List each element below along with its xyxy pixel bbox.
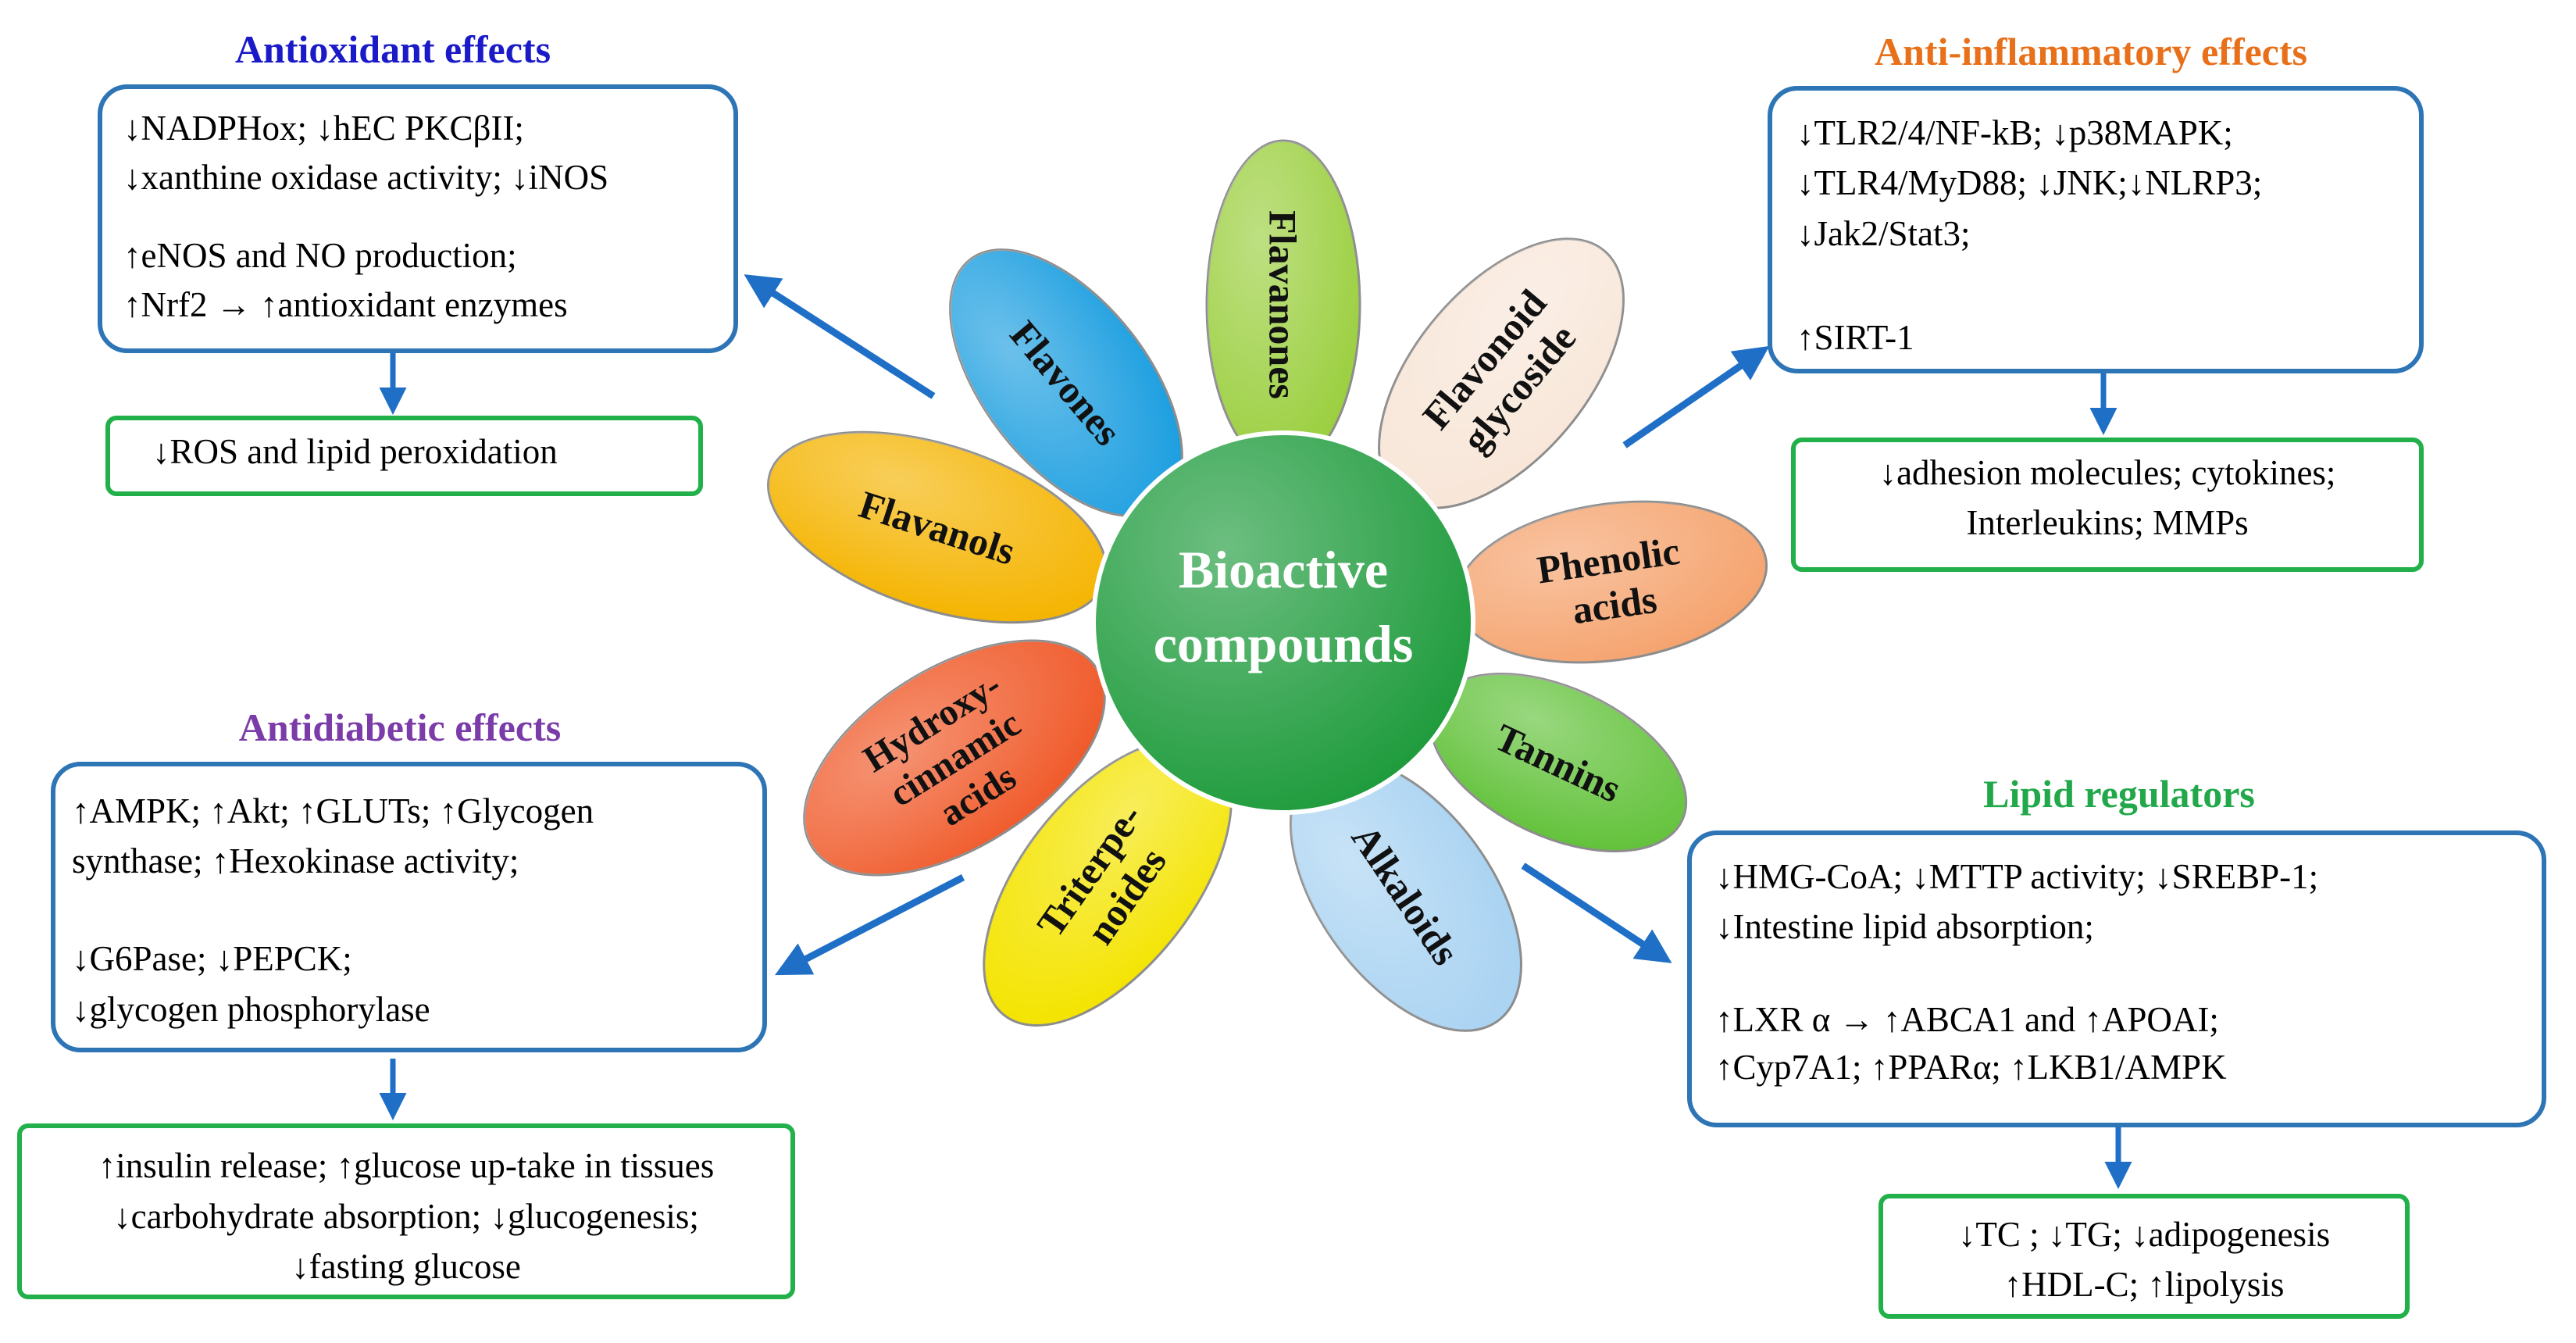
arrow-to-antioxidant	[744, 274, 936, 399]
antioxidant-line-1: ↓NADPHox; ↓hEC PKCβII;	[123, 109, 524, 148]
antiinflammatory-line-3: ↓Jak2/Stat3;	[1796, 214, 1971, 253]
petal-alkaloids: Alkaloids	[1290, 757, 1522, 1032]
petal-triterpenoides: Triterpe-noides	[983, 739, 1233, 1027]
antidiabetic-box	[51, 762, 767, 1052]
lipid-result-line-1: ↓TC ; ↓TG; ↓adipogenesis	[1957, 1215, 2331, 1254]
petal-label-flavanones: Flavanones	[1261, 210, 1305, 399]
petal-flavones: Flavones	[949, 248, 1183, 517]
antioxidant-result-line-1: ↓ROS and lipid peroxidation	[152, 432, 558, 471]
lipid-result-box	[1878, 1194, 2410, 1319]
petal-label-flavanones-line-1: Flavanones	[1261, 210, 1305, 399]
antidiabetic-line-3: ↓G6Pase; ↓PEPCK;	[72, 939, 352, 978]
antiinflammatory-line-4: ↑SIRT-1	[1796, 318, 1914, 357]
antiinflammatory-title: Anti-inflammatory effects	[1875, 30, 2307, 73]
antiinflammatory-result-line-2: Interleukins; MMPs	[1966, 503, 2249, 542]
antioxidant-box	[98, 84, 738, 353]
lipid-line-3: ↑LXR α → ↑ABCA1 and ↑APOAI;	[1715, 1000, 2219, 1039]
antidiabetic-result-line-1: ↑insulin release; ↑glucose up-take in ti…	[98, 1146, 715, 1185]
arrow-to-lipid	[1521, 863, 1672, 963]
lipid-line-2: ↓Intestine lipid absorption;	[1715, 907, 2094, 946]
antiinflammatory-line-1: ↓TLR2/4/NF-kB; ↓p38MAPK;	[1796, 113, 2233, 152]
antidiabetic-result-box	[17, 1123, 795, 1299]
lipid-title: Lipid regulators	[1983, 772, 2255, 816]
antiinflammatory-line-2: ↓TLR4/MyD88; ↓JNK;↓NLRP3;	[1796, 163, 2263, 202]
lipid-line-4: ↑Cyp7A1; ↑PPARα; ↑LKB1/AMPK	[1715, 1048, 2227, 1087]
antidiabetic-line-1: ↑AMPK; ↑Akt; ↑GLUTs; ↑Glycogen	[72, 791, 594, 830]
antiinflammatory-result-box	[1791, 438, 2424, 572]
antioxidant-title: Antioxidant effects	[234, 27, 551, 71]
petal-flavanols: Flavanols	[767, 430, 1108, 624]
antidiabetic-line-2: synthase; ↑Hexokinase activity;	[72, 841, 519, 880]
lipid-line-1: ↓HMG-CoA; ↓MTTP activity; ↓SREBP-1;	[1715, 857, 2319, 896]
antidiabetic-result-line-2: ↓carbohydrate absorption; ↓glucogenesis;	[113, 1197, 699, 1236]
antioxidant-line-3: ↑eNOS and NO production;	[123, 236, 517, 275]
lipid-box	[1687, 830, 2546, 1127]
petal-phenolic-acids: Phenolicacids	[1454, 500, 1768, 664]
lipid-result-line-2: ↑HDL-C; ↑lipolysis	[2003, 1265, 2285, 1304]
center-label-line2: compounds	[1154, 614, 1414, 673]
antidiabetic-line-4: ↓glycogen phosphorylase	[72, 990, 430, 1029]
antioxidant-result-box	[105, 416, 703, 496]
arrow-to-antiinflammatory	[1622, 345, 1770, 448]
center-label-line1: Bioactive	[1179, 540, 1388, 599]
antiinflammatory-box	[1768, 86, 2424, 373]
petal-tannins: Tannins	[1429, 672, 1688, 853]
antidiabetic-title: Antidiabetic effects	[238, 705, 562, 749]
arrow-to-antidiabetic	[775, 874, 965, 976]
antioxidant-line-2: ↓xanthine oxidase activity; ↓iNOS	[123, 158, 609, 197]
antidiabetic-result-line-3: ↓fasting glucose	[291, 1247, 521, 1286]
antiinflammatory-result-line-1: ↓adhesion molecules; cytokines;	[1878, 453, 2336, 492]
petal-flavanones: Flavanones	[1205, 139, 1361, 470]
antioxidant-line-4: ↑Nrf2 → ↑antioxidant enzymes	[123, 285, 568, 324]
